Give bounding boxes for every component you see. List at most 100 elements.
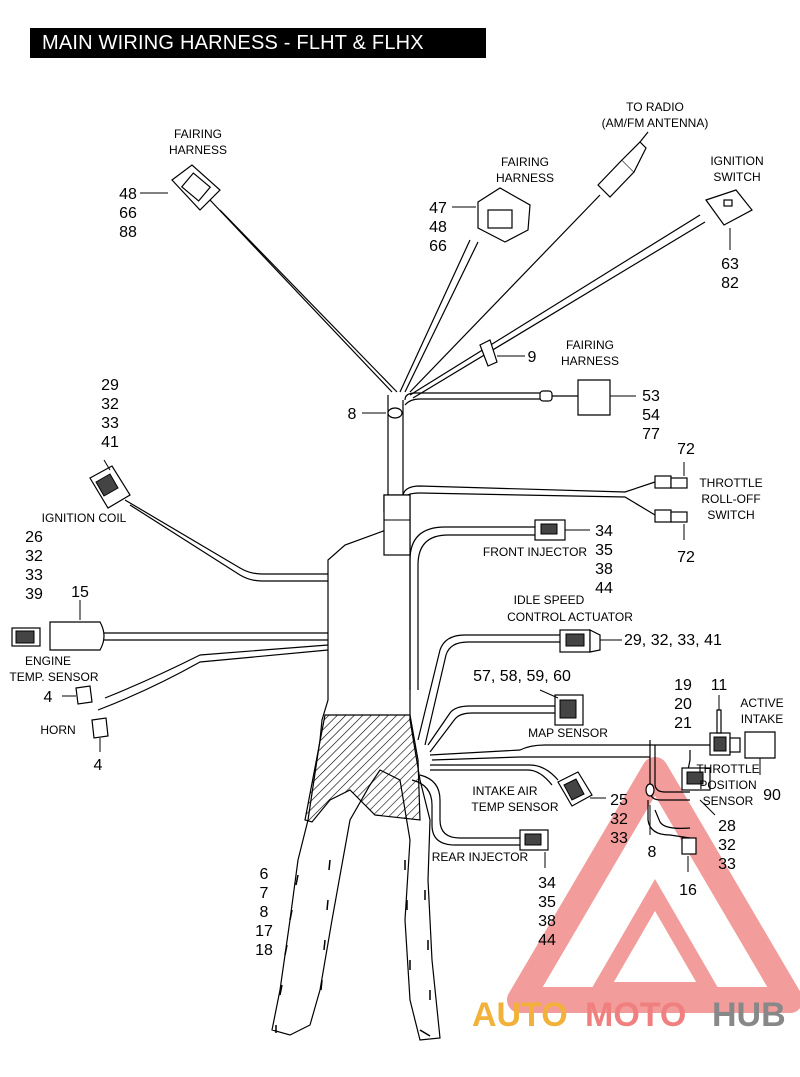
svg-text:POSITION: POSITION bbox=[699, 778, 756, 792]
svg-text:8: 8 bbox=[648, 844, 657, 861]
svg-text:53: 53 bbox=[642, 388, 660, 405]
svg-text:33: 33 bbox=[718, 856, 736, 873]
throttle-rolloff-connectors bbox=[654, 462, 688, 540]
svg-text:29: 29 bbox=[101, 377, 119, 394]
clip-9 bbox=[479, 339, 498, 367]
svg-text:4: 4 bbox=[94, 757, 103, 774]
svg-text:26: 26 bbox=[25, 529, 43, 546]
svg-text:90: 90 bbox=[763, 787, 781, 804]
throttle-position-sensor-connector bbox=[681, 767, 716, 816]
svg-text:25: 25 bbox=[610, 792, 628, 809]
page-title: MAIN WIRING HARNESS - FLHT & FLHX bbox=[30, 28, 486, 58]
svg-text:88: 88 bbox=[119, 224, 137, 241]
svg-text:ENGINE: ENGINE bbox=[25, 654, 71, 668]
component-labels: FAIRING HARNESS FAIRING HARNESS TO RADIO… bbox=[9, 100, 783, 864]
svg-text:38: 38 bbox=[538, 913, 556, 930]
ignition-switch-connector bbox=[705, 189, 753, 250]
svg-text:41: 41 bbox=[101, 434, 119, 451]
fairing-harness-connector-2 bbox=[452, 187, 531, 243]
svg-text:63: 63 bbox=[721, 256, 739, 273]
svg-text:34: 34 bbox=[538, 875, 556, 892]
svg-text:IGNITION COIL: IGNITION COIL bbox=[42, 511, 127, 525]
svg-text:6: 6 bbox=[260, 866, 269, 883]
svg-text:66: 66 bbox=[429, 238, 447, 255]
svg-text:INTAKE: INTAKE bbox=[741, 712, 783, 726]
svg-text:7: 7 bbox=[260, 885, 269, 902]
svg-text:72: 72 bbox=[677, 441, 695, 458]
ignition-coil-connector bbox=[89, 459, 131, 509]
svg-text:28: 28 bbox=[718, 818, 736, 835]
svg-text:48: 48 bbox=[429, 219, 447, 236]
svg-text:TEMP SENSOR: TEMP SENSOR bbox=[471, 800, 558, 814]
svg-text:72: 72 bbox=[677, 549, 695, 566]
svg-text:33: 33 bbox=[25, 567, 43, 584]
svg-text:(AM/FM ANTENNA): (AM/FM ANTENNA) bbox=[602, 116, 709, 130]
fairing-harness-connector-3 bbox=[539, 379, 636, 416]
svg-text:HARNESS: HARNESS bbox=[169, 143, 227, 157]
svg-text:44: 44 bbox=[538, 932, 556, 949]
svg-text:66: 66 bbox=[119, 205, 137, 222]
svg-text:MAP SENSOR: MAP SENSOR bbox=[528, 726, 608, 740]
svg-text:INTAKE AIR: INTAKE AIR bbox=[472, 784, 537, 798]
svg-text:19: 19 bbox=[674, 677, 692, 694]
svg-text:32: 32 bbox=[101, 396, 119, 413]
svg-text:9: 9 bbox=[528, 349, 537, 366]
svg-text:FAIRING: FAIRING bbox=[566, 338, 614, 352]
svg-text:33: 33 bbox=[610, 830, 628, 847]
svg-text:32: 32 bbox=[718, 837, 736, 854]
svg-text:32: 32 bbox=[25, 548, 43, 565]
radio-antenna-plug bbox=[597, 131, 649, 198]
svg-text:35: 35 bbox=[538, 894, 556, 911]
svg-text:THROTTLE: THROTTLE bbox=[696, 762, 759, 776]
svg-text:32: 32 bbox=[610, 811, 628, 828]
svg-text:CONTROL ACTUATOR: CONTROL ACTUATOR bbox=[507, 610, 633, 624]
active-intake-connector bbox=[709, 695, 776, 775]
rear-injector-connector bbox=[519, 829, 549, 868]
svg-text:11: 11 bbox=[711, 677, 728, 694]
svg-text:44: 44 bbox=[595, 580, 613, 597]
svg-text:REAR INJECTOR: REAR INJECTOR bbox=[432, 850, 529, 864]
svg-text:54: 54 bbox=[642, 407, 660, 424]
svg-text:TEMP. SENSOR: TEMP. SENSOR bbox=[9, 670, 98, 684]
svg-text:77: 77 bbox=[642, 426, 660, 443]
svg-text:8: 8 bbox=[348, 406, 357, 423]
svg-text:IGNITION: IGNITION bbox=[710, 154, 763, 168]
svg-text:29, 32, 33, 41: 29, 32, 33, 41 bbox=[624, 632, 722, 649]
svg-text:ACTIVE: ACTIVE bbox=[740, 696, 783, 710]
svg-text:SWITCH: SWITCH bbox=[713, 170, 760, 184]
svg-text:18: 18 bbox=[255, 942, 273, 959]
callout-numbers: 48 66 88 47 48 66 63 82 9 8 53 54 77 72 … bbox=[25, 186, 781, 959]
svg-text:34: 34 bbox=[595, 523, 613, 540]
svg-text:33: 33 bbox=[101, 415, 119, 432]
svg-text:4: 4 bbox=[44, 689, 53, 706]
fairing-harness-connector-1 bbox=[140, 164, 221, 211]
svg-text:SWITCH: SWITCH bbox=[707, 508, 754, 522]
horn-terminals bbox=[62, 685, 109, 752]
svg-text:TO RADIO: TO RADIO bbox=[626, 100, 684, 114]
svg-text:ROLL-OFF: ROLL-OFF bbox=[701, 492, 760, 506]
svg-text:15: 15 bbox=[71, 584, 89, 601]
svg-text:THROTTLE: THROTTLE bbox=[699, 476, 762, 490]
intake-air-temp-connector bbox=[557, 771, 606, 807]
idle-speed-control-connector bbox=[559, 629, 622, 653]
svg-text:FRONT INJECTOR: FRONT INJECTOR bbox=[483, 545, 588, 559]
main-harness-trunk bbox=[271, 494, 441, 1041]
svg-text:17: 17 bbox=[255, 923, 273, 940]
svg-text:HARNESS: HARNESS bbox=[561, 354, 619, 368]
svg-text:39: 39 bbox=[25, 586, 43, 603]
svg-text:AUTO: AUTO bbox=[472, 996, 568, 1034]
svg-text:IDLE SPEED: IDLE SPEED bbox=[514, 593, 585, 607]
svg-text:8: 8 bbox=[260, 904, 269, 921]
svg-text:FAIRING: FAIRING bbox=[174, 127, 222, 141]
svg-text:16: 16 bbox=[679, 882, 697, 899]
svg-text:MOTO: MOTO bbox=[585, 996, 686, 1034]
map-sensor-connector bbox=[539, 689, 584, 726]
clip-8b-16 bbox=[645, 783, 697, 872]
svg-text:57, 58, 59, 60: 57, 58, 59, 60 bbox=[473, 668, 571, 685]
engine-temp-sensor bbox=[11, 600, 105, 651]
clip-8 bbox=[362, 407, 403, 419]
svg-text:HARNESS: HARNESS bbox=[496, 171, 554, 185]
svg-text:HUB: HUB bbox=[712, 996, 786, 1034]
svg-text:47: 47 bbox=[429, 200, 447, 217]
